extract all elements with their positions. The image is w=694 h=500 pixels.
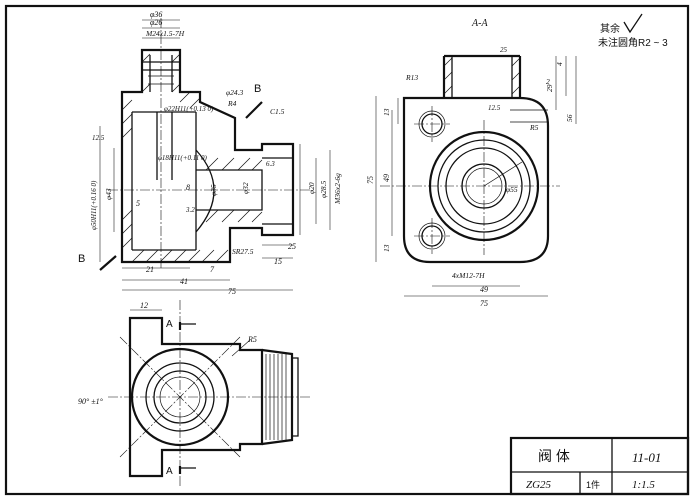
dim-phi20: φ20 (307, 182, 316, 194)
roughness-symbol-icon (623, 13, 643, 34)
dim-thread-holes: 4xM12-7H (452, 271, 485, 280)
roughness-25-section: 25 (500, 46, 508, 54)
dim-13-a: 13 (382, 108, 391, 116)
title-part-name: 阀 体 (538, 448, 570, 464)
section-title-aa: A-A (471, 18, 488, 29)
dim-49-vertical: 49 (382, 174, 391, 182)
dim-phi18h11: φ18H11(+0.11 0) (158, 154, 207, 162)
dim-75-horizontal: 75 (480, 299, 488, 308)
dim-phi35: φ35 (209, 184, 218, 196)
title-quantity: 1件 (586, 479, 600, 490)
drawing-border (4, 4, 690, 496)
title-material: ZG25 (526, 479, 552, 491)
dim-25-small: 25 (288, 242, 296, 251)
dim-75-vertical: 75 (366, 176, 375, 184)
roughness-6-3: 6.3 (266, 160, 275, 168)
section-aa-annotations: A-A R13 13 13 75 49 φ55 4xM12-7H 49 75 2… (366, 18, 574, 308)
title-block: 阀 体 11-01 ZG25 1件 1:1.5 (509, 436, 690, 496)
dim-29: 29 (545, 84, 554, 92)
dim-phi50h11: φ50H11(+0.16 0) (90, 180, 98, 230)
roughness-12-5-section: 12.5 (488, 104, 501, 112)
title-scale: 1:1.5 (632, 479, 655, 491)
dim-phi55: φ55 (506, 185, 518, 194)
title-drawing-number: 11-01 (632, 450, 661, 465)
section-mark-a-top: A (166, 319, 173, 330)
dim-8: 8 (186, 183, 190, 192)
dim-phi24-3: φ24.3 (226, 88, 244, 97)
dim-r4: R4 (227, 99, 237, 108)
note-roughness-rest: 其余 (600, 22, 620, 35)
note-fillets: 未注圆角R2 ~ 3 (598, 36, 668, 49)
dim-2: 2 (546, 77, 550, 86)
dim-41: 41 (180, 277, 188, 286)
dim-56: 56 (565, 114, 574, 122)
roughness-12-5: 12.5 (92, 134, 105, 142)
dim-thread-side: M36x2-6g (333, 173, 342, 205)
section-mark-a-bottom: A (166, 466, 173, 477)
dim-angle-90: 90° ±1° (78, 397, 104, 406)
dim-r5-bottom: R5 (247, 335, 257, 344)
dim-15: 15 (274, 257, 282, 266)
dim-13-b: 13 (382, 244, 391, 252)
dim-phi36: φ36 (150, 10, 162, 19)
roughness-3-2: 3.2 (185, 206, 195, 214)
section-mark-b-bottom: B (78, 253, 85, 265)
dim-r13: R13 (405, 73, 418, 82)
dim-sr27-5: SR27.5 (232, 247, 254, 256)
dim-phi32: φ32 (241, 182, 250, 194)
dim-7: 7 (210, 265, 215, 274)
dim-5: 5 (136, 199, 140, 208)
section-mark-b-top: B (254, 83, 261, 95)
dim-phi26: φ26 (150, 18, 162, 27)
dim-4: 4 (555, 62, 564, 66)
general-notes: 其余 未注圆角R2 ~ 3 (598, 13, 668, 49)
bottom-view (108, 300, 312, 486)
bottom-view-annotations: 12 R5 90° ±1° A A (78, 301, 257, 477)
dim-49-horizontal: 49 (480, 285, 488, 294)
dim-thread-top: M24x1.5-7H (145, 29, 185, 38)
front-view-annotations: φ36 φ26 M24x1.5-7H φ24.3 φ22H11(+0.13 0)… (78, 10, 342, 296)
dim-75: 75 (228, 287, 236, 296)
dim-12: 12 (140, 301, 148, 310)
dim-phi22h11: φ22H11(+0.13 0) (164, 105, 214, 113)
dim-phi28-5: φ28.5 (319, 180, 328, 198)
section-aa-view (375, 54, 577, 297)
dim-r5-section: R5 (529, 123, 539, 132)
front-sectional-view (99, 18, 331, 291)
dim-21: 21 (146, 265, 154, 274)
dim-c1-5: C1.5 (270, 107, 285, 116)
dim-phi43: φ43 (104, 188, 113, 200)
